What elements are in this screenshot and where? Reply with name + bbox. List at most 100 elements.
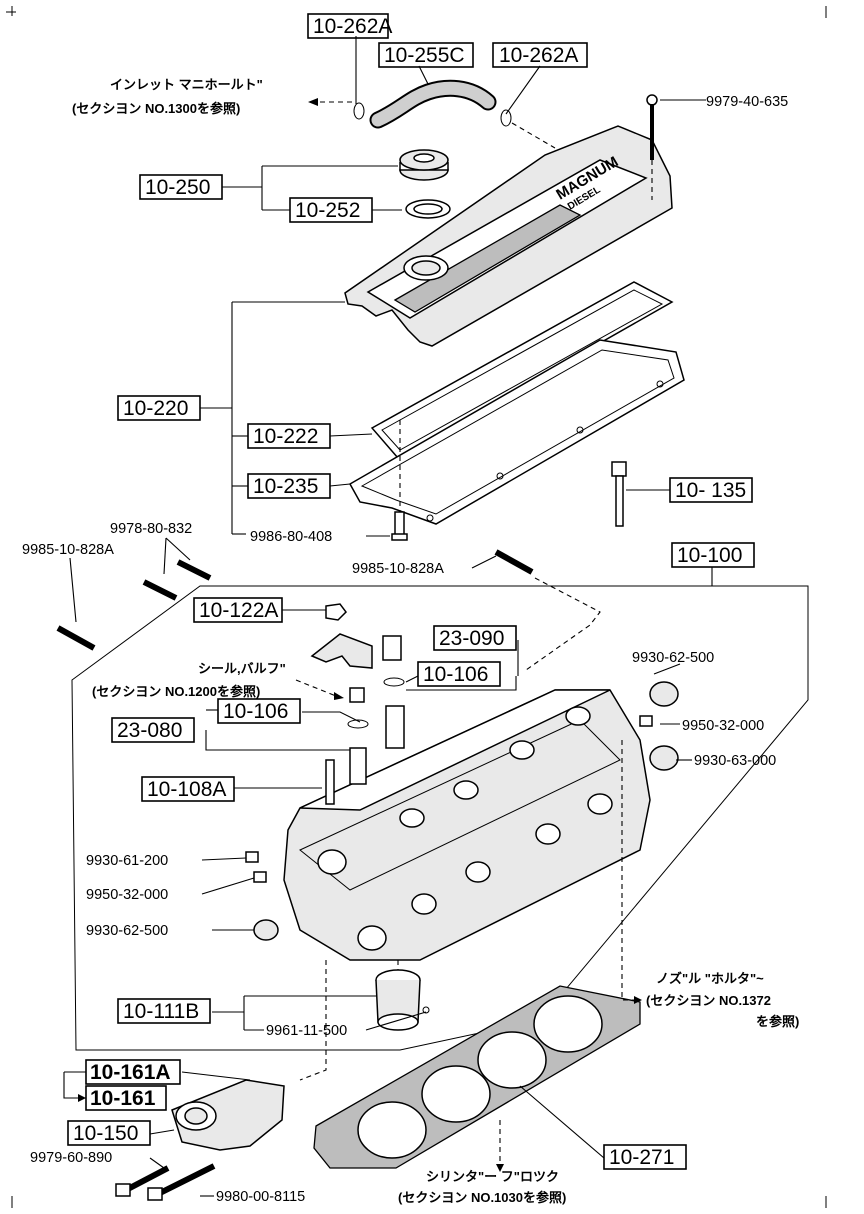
label-10-111b[interactable]: 10-111B [117,998,211,1024]
label-10-106-right-text: 10-106 [423,663,488,686]
label-10-235[interactable]: 10-235 [247,473,331,499]
label-10-108a-text: 10-108A [147,778,226,801]
label-10-220[interactable]: 10-220 [117,395,201,421]
label-10-262a-right-text: 10-262A [499,44,578,67]
label-10-106-left[interactable]: 10-106 [217,698,301,724]
plug-right-1 [649,681,679,707]
label-10-122a[interactable]: 10-122A [193,597,283,623]
std-9979-40-635[interactable]: 9979-40-635 [706,94,788,110]
label-10-250[interactable]: 10-250 [139,174,223,200]
breather-hose [369,79,497,129]
label-10-135[interactable]: 10- 135 [669,477,753,503]
stud-left-2 [142,579,178,601]
label-10-161a-text: 10-161A [90,1061,171,1084]
nozzle-holder-ref-2: を参照) [756,1014,799,1029]
cotter-right [383,677,405,687]
label-10-150[interactable]: 10-150 [67,1120,151,1146]
bolt-2 [147,1163,216,1201]
std-9986-80-408[interactable]: 9986-80-408 [250,529,332,545]
cotter-left [347,719,369,729]
label-10-106-right[interactable]: 10-106 [417,661,501,687]
label-10-161a[interactable]: 10-161A [85,1059,181,1085]
label-23-090[interactable]: 23-090 [433,625,517,651]
std-9950-32-000-right[interactable]: 9950-32-000 [682,718,764,734]
std-9980-00-8115[interactable]: 9980-00-8115 [216,1189,305,1205]
std-9930-61-200[interactable]: 9930-61-200 [86,853,168,869]
valve-seal-ref[interactable]: (セクシヨン NO.1200を参照) [92,684,260,699]
std-9978-80-832[interactable]: 9978-80-832 [110,521,192,537]
label-10-250-text: 10-250 [145,176,210,199]
label-10-111b-text: 10-111B [123,1000,199,1023]
plug-right-3 [649,745,679,771]
label-10-100-text: 10-100 [677,544,742,567]
stud-mid [494,549,534,575]
hose-clamp-left [353,102,365,120]
std-9985-10-828a-left[interactable]: 9985-10-828A [22,542,114,558]
chamber-insert [375,969,421,1031]
pin [422,1006,430,1014]
label-23-080[interactable]: 23-080 [111,717,195,743]
cover-seal [348,339,685,525]
plug-right-2 [639,715,653,727]
cylinder-block-note: シリンタ"ー フ"ロツク [426,1169,559,1184]
label-10-271[interactable]: 10-271 [603,1144,687,1170]
label-10-252[interactable]: 10-252 [289,197,373,223]
bearing-cap [310,633,373,669]
plug-stud [325,759,335,805]
cylinder-head-cover: MAGNUM DIESEL [344,94,673,347]
std-9950-32-000-left[interactable]: 9950-32-000 [86,887,168,903]
label-10-161[interactable]: 10-161 [85,1085,167,1111]
cylinder-block-ref[interactable]: (セクシヨン NO.1030を参照) [398,1190,566,1205]
nut [325,603,347,621]
valve-seal [349,687,365,703]
label-10-150-text: 10-150 [73,1122,138,1145]
label-10-255c-text: 10-255C [384,44,465,67]
cover-stud [391,511,408,541]
label-10-122a-text: 10-122A [199,599,278,622]
label-23-090-text: 23-090 [439,627,504,650]
label-23-080-text: 23-080 [117,719,182,742]
valve-seal-note: シール,バルフ" [198,661,286,676]
inlet-manifold-ref[interactable]: (セクシヨン NO.1300を参照) [72,101,240,116]
label-10-108a[interactable]: 10-108A [141,776,235,802]
head-bolt [611,461,627,527]
nozzle-holder-note: ノズ"ル "ホルタ"~ [656,971,764,986]
oil-filler-cap [399,149,449,181]
plug-left-1 [245,851,259,863]
tappet-right [385,705,405,749]
hose-clamp-right [500,109,512,127]
std-9979-60-890[interactable]: 9979-60-890 [30,1150,112,1166]
label-10-255c[interactable]: 10-255C [378,42,474,68]
std-9930-62-500-left[interactable]: 9930-62-500 [86,923,168,939]
cover-gasket [370,281,674,459]
label-10-100[interactable]: 10-100 [671,542,755,568]
stud-left-3 [176,559,212,581]
label-10-262a-top[interactable]: 10-262A [307,13,392,39]
label-10-262a-top-text: 10-262A [313,15,392,38]
label-10-106-left-text: 10-106 [223,700,288,723]
label-10-222-text: 10-222 [253,425,318,448]
bolt-1 [115,1165,170,1197]
tappet-left [382,635,402,661]
label-10-161-text: 10-161 [90,1087,156,1110]
std-9930-63-000[interactable]: 9930-63-000 [694,753,776,769]
cap-gasket [405,199,451,219]
nozzle-holder-ref[interactable]: (セクシヨン NO.1372 [646,993,771,1008]
std-9930-62-500-right[interactable]: 9930-62-500 [632,650,714,666]
plug-left-3 [253,919,279,941]
label-10-222[interactable]: 10-222 [247,423,331,449]
std-9961-11-500[interactable]: 9961-11-500 [266,1023,347,1039]
label-10-220-text: 10-220 [123,397,188,420]
label-10-262a-right[interactable]: 10-262A [492,42,588,68]
head-kit-outline [71,585,809,1051]
water-outlet [171,1079,285,1151]
valve-guide [349,747,367,785]
label-10-252-text: 10-252 [295,199,360,222]
stud-left-1 [56,625,96,651]
label-10-271-text: 10-271 [609,1146,674,1169]
plug-left-2 [253,871,267,883]
label-10-235-text: 10-235 [253,475,318,498]
std-9985-10-828a-mid[interactable]: 9985-10-828A [352,561,444,577]
